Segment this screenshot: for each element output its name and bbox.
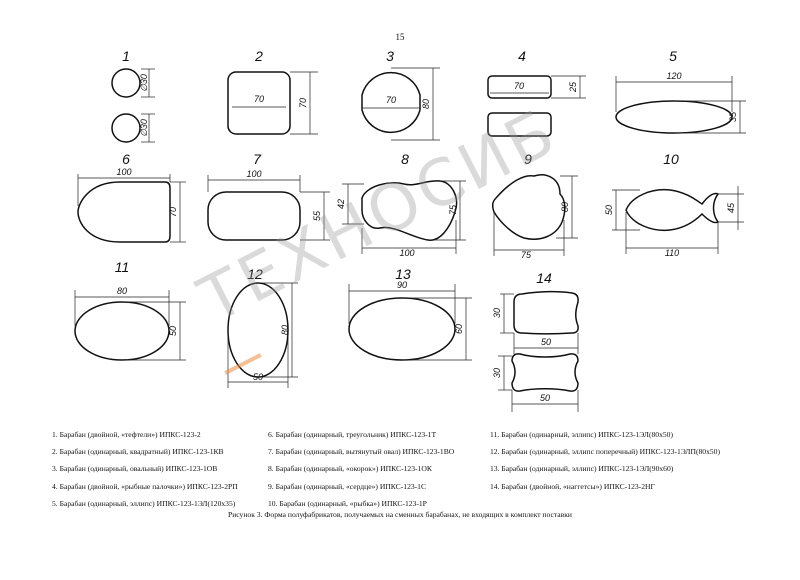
figure-5-dim-width: 120 bbox=[666, 71, 681, 81]
figure-14-number: 14 bbox=[536, 270, 552, 286]
figure-4-bar-top bbox=[487, 75, 552, 99]
figure-10-dim-left: 50 bbox=[604, 205, 614, 215]
figure-10: 10 50 45 110 bbox=[604, 151, 744, 258]
figure-1: 1 ∅30 ∅30 bbox=[111, 48, 155, 143]
legend-column-3: 11. Барабан (одинарный, эллипс) ИПКС-123… bbox=[490, 426, 720, 495]
figure-7: 7 100 55 bbox=[207, 151, 330, 241]
figure-13-dim-height: 60 bbox=[454, 324, 464, 334]
legend-item: 11. Барабан (одинарный, эллипс) ИПКС-123… bbox=[490, 430, 674, 439]
figure-13: 13 90 60 bbox=[348, 266, 472, 361]
page-number: 15 bbox=[395, 32, 405, 42]
legend-item: 10. Барабан (одинарный, «рыбка») ИПКС-12… bbox=[268, 498, 427, 508]
figure-8-dim-bottom: 100 bbox=[399, 248, 414, 258]
legend-item: 4. Барабан (двойной, «рыбные палочки») И… bbox=[52, 481, 238, 491]
legend-item: 6. Барабан (одинарный, треугольник) ИПКС… bbox=[268, 430, 437, 439]
legend-item: 13. Барабан (одинарный, эллипс) ИПКС-123… bbox=[490, 464, 674, 474]
figure-2-rounded-square bbox=[227, 71, 291, 135]
legend-column-1: 1. Барабан (двойной, «тефтели») ИПКС-123… bbox=[52, 426, 238, 512]
figure-11-number: 11 bbox=[115, 259, 130, 275]
figure-3: 3 70 80 bbox=[361, 48, 440, 141]
figure-12: 12 80 50 bbox=[227, 266, 298, 388]
figure-14-nugget-bottom bbox=[511, 353, 579, 392]
legend-item: 3. Барабан (одинарный, овальный) ИПКС-12… bbox=[52, 464, 218, 474]
figure-14-dim-bottom-width: 50 bbox=[540, 393, 550, 403]
figure-11-dim-height: 50 bbox=[168, 326, 178, 336]
figure-11-ellipse bbox=[74, 301, 170, 361]
figure-10-fish-shape bbox=[625, 188, 720, 232]
legend-column-2: 6. Барабан (одинарный, треугольник) ИПКС… bbox=[268, 426, 454, 512]
figure-5: 5 120 35 bbox=[615, 48, 746, 134]
figure-9: 9 80 75 bbox=[491, 151, 578, 260]
figure-5-ellipse bbox=[615, 100, 733, 134]
figure-8-number: 8 bbox=[401, 151, 409, 167]
figure-8-ham-shape bbox=[361, 180, 458, 241]
figure-2-dim-height: 70 bbox=[298, 98, 308, 108]
figure-10-dim-right: 45 bbox=[726, 202, 736, 213]
figure-6-dim-width: 100 bbox=[116, 167, 131, 177]
figure-3-dim-height: 80 bbox=[421, 99, 431, 109]
figure-1-circle-bottom bbox=[111, 113, 141, 143]
figure-6-dim-height: 70 bbox=[168, 207, 178, 217]
figure-12-ellipse bbox=[227, 282, 289, 378]
figure-10-number: 10 bbox=[663, 151, 679, 167]
legend-item: 8. Барабан (одинарный, «окорок») ИПКС-12… bbox=[268, 464, 432, 474]
figure-11-dim-width: 80 bbox=[117, 286, 127, 296]
figure-9-dim-width: 75 bbox=[521, 250, 532, 260]
figure-2-number: 2 bbox=[254, 48, 263, 64]
legend-item: 1. Барабан (двойной, «тефтели») ИПКС-123… bbox=[52, 430, 201, 439]
figure-4: 4 70 25 bbox=[487, 48, 586, 137]
figure-6-teardrop bbox=[77, 181, 171, 243]
figure-1-dim-bottom: ∅30 bbox=[139, 119, 149, 137]
figure-4-dim-height: 25 bbox=[568, 81, 578, 93]
figure-6: 6 100 70 bbox=[77, 151, 186, 243]
figure-14-dim-top-height: 30 bbox=[492, 308, 502, 318]
figure-8-dim-left: 42 bbox=[336, 199, 346, 209]
figure-1-number: 1 bbox=[122, 48, 130, 64]
figure-9-dim-height: 80 bbox=[560, 202, 570, 212]
figure-13-dim-width: 90 bbox=[397, 280, 407, 290]
figure-7-dim-width: 100 bbox=[246, 169, 261, 179]
legend-item: 12. Барабан (одинарный, эллипс поперечны… bbox=[490, 447, 720, 457]
figure-13-number: 13 bbox=[395, 266, 411, 282]
legend-item: 2. Барабан (одинарный, квадратный) ИПКС-… bbox=[52, 447, 224, 457]
figure-7-number: 7 bbox=[253, 151, 262, 167]
figure-7-long-oval bbox=[207, 191, 301, 241]
figure-6-number: 6 bbox=[122, 151, 130, 167]
figure-1-circle-top bbox=[111, 68, 141, 98]
figure-9-heart-shape bbox=[491, 174, 566, 240]
figure-4-dim-width: 70 bbox=[514, 81, 524, 91]
legend-item: 9. Барабан (одинарный, «сердце») ИПКС-12… bbox=[268, 481, 427, 491]
figure-2: 2 70 70 bbox=[227, 48, 318, 135]
figure-2-dim-width: 70 bbox=[254, 94, 264, 104]
figure-5-number: 5 bbox=[669, 48, 677, 64]
figure-14-dim-top-width: 50 bbox=[541, 337, 551, 347]
figure-11: 11 80 50 bbox=[74, 259, 186, 361]
figure-12-dim-width: 50 bbox=[253, 372, 263, 382]
figure-3-oval bbox=[361, 71, 421, 134]
figure-12-dim-height: 80 bbox=[280, 325, 290, 335]
figure-3-dim-width: 70 bbox=[386, 95, 396, 105]
legend-item: 5. Барабан (одинарный, эллипс) ИПКС-123-… bbox=[52, 498, 236, 508]
figure-1-dim-top: ∅30 bbox=[139, 74, 149, 92]
figure-3-number: 3 bbox=[386, 48, 394, 64]
figure-12-number: 12 bbox=[247, 266, 263, 282]
figure-4-number: 4 bbox=[518, 48, 526, 64]
figure-14-nugget-top bbox=[513, 290, 579, 335]
figure-14-dim-bottom-height: 30 bbox=[492, 368, 502, 378]
figure-8-dim-right: 75 bbox=[448, 204, 458, 215]
figure-8: 8 42 75 100 bbox=[336, 151, 466, 258]
figure-9-number: 9 bbox=[524, 151, 532, 167]
figure-13-ellipse bbox=[348, 297, 456, 361]
figure-14: 14 30 50 30 50 bbox=[492, 270, 579, 412]
figure-4-bar-bottom bbox=[487, 112, 552, 137]
figure-10-dim-width: 110 bbox=[665, 248, 679, 258]
legend-item: 7. Барабан (одинарный, вытянутый овал) И… bbox=[268, 447, 455, 457]
figure-7-dim-height: 55 bbox=[312, 210, 322, 221]
figure-5-dim-height: 35 bbox=[728, 111, 738, 122]
figure-caption: Рисунок 3. Форма полуфабрикатов, получае… bbox=[228, 510, 572, 519]
legend-item: 14. Барабан (двойной, «наггетсы») ИПКС-1… bbox=[490, 481, 655, 491]
